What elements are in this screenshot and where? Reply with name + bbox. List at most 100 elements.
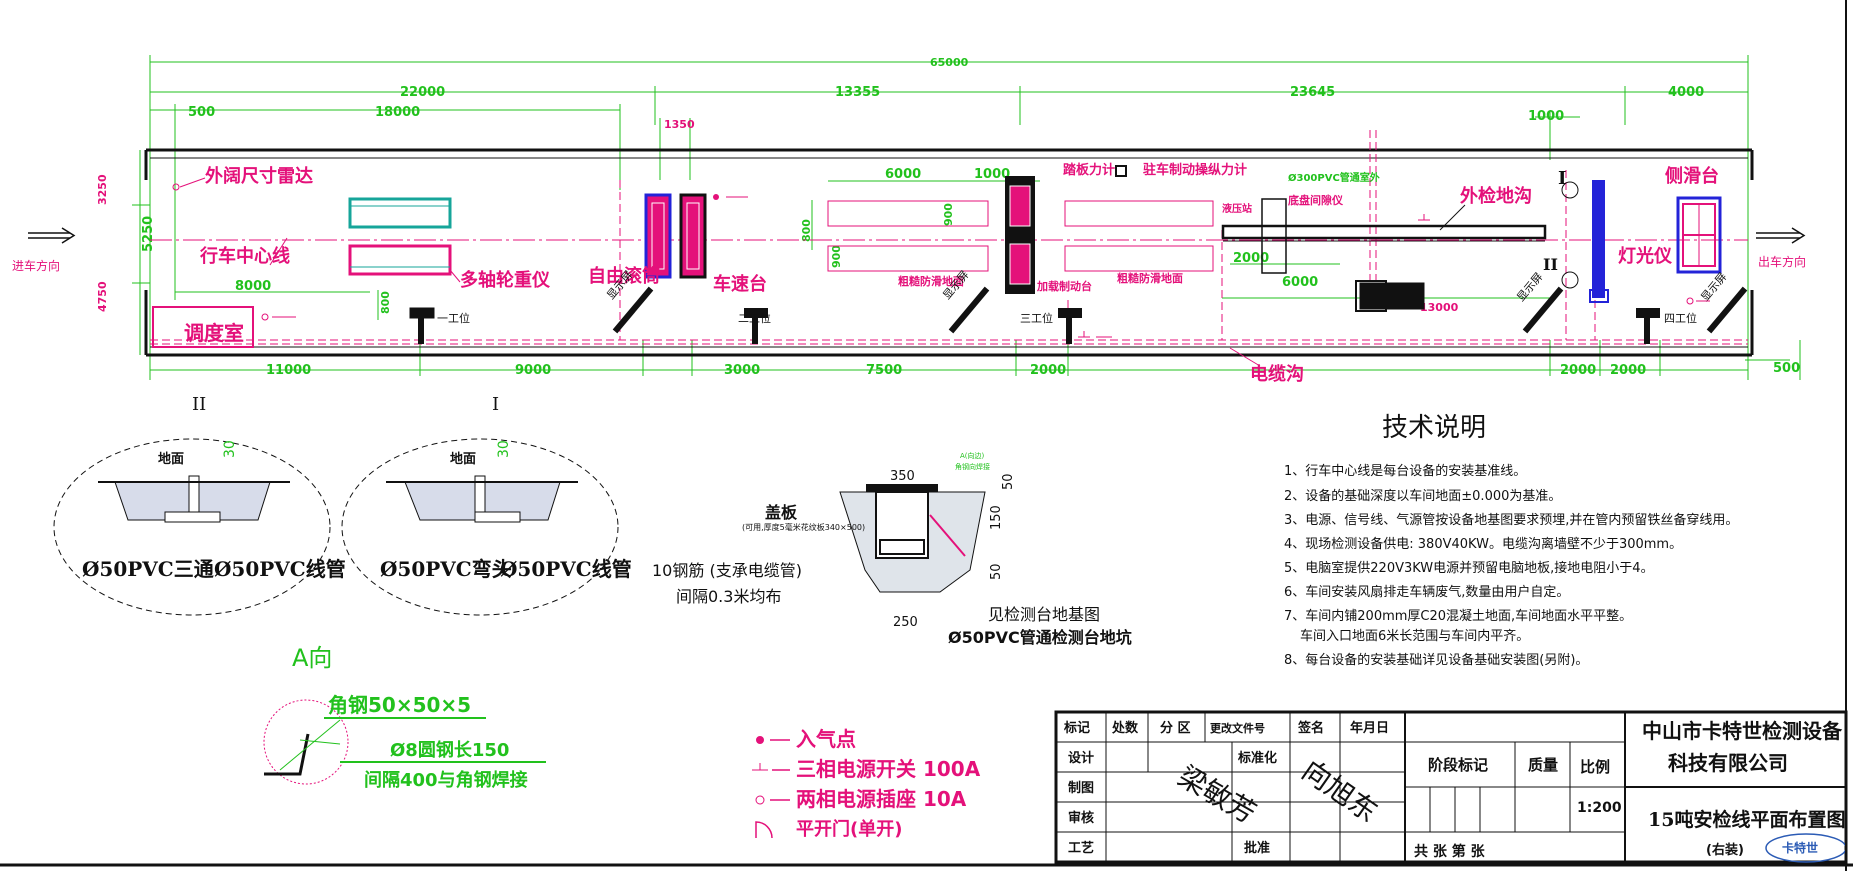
tb-stage: 阶段标记 xyxy=(1428,756,1488,774)
legend-air-dot-icon xyxy=(756,736,764,744)
tb-h-count: 处数 xyxy=(1111,720,1139,736)
station-4-label: 四工位 xyxy=(1664,311,1697,325)
dim-sub-18000: 18000 xyxy=(375,105,420,120)
multi-axle-scale xyxy=(348,197,452,276)
sec2-depth: 30 xyxy=(222,440,238,458)
title-block-text: 标记 处数 分 区 更改文件号 签名 年月日 设计 标准化 制图 审核 工艺 批… xyxy=(1063,719,1845,860)
dim-bottom-11000: 11000 xyxy=(266,363,311,378)
exit-direction-label: 出车方向 xyxy=(1758,254,1806,269)
dim-8000: 8000 xyxy=(235,279,271,294)
sec2-mark: II xyxy=(192,394,206,415)
dim-sub-500: 500 xyxy=(188,105,215,120)
tb-company-1: 中山市卡特世检测设备 xyxy=(1642,719,1843,743)
tb-design: 设计 xyxy=(1068,750,1094,766)
workshop-walls xyxy=(144,148,1754,357)
tech-item-7b: 车间入口地面6米长范围与车间内平齐。 xyxy=(1300,628,1529,644)
dim-1000: 1000 xyxy=(974,167,1010,182)
dim-top-4: 4000 xyxy=(1668,85,1704,100)
sec1-depth: 30 xyxy=(496,440,512,458)
round-steel-label: Ø8圆钢长150 xyxy=(390,739,509,761)
sec1-ground: 地面 xyxy=(450,451,476,467)
dim-bottom-500: 500 xyxy=(1773,361,1800,376)
sec2-pvc-b: Ø50PVC线管 xyxy=(214,557,346,581)
dim-250: 250 xyxy=(893,615,918,630)
screen-4-label: 显示屏 xyxy=(1698,270,1729,304)
dispatch-room: 调度室 xyxy=(152,306,254,348)
dim-sub-1350: 1350 xyxy=(664,118,695,131)
rough-floor-1 xyxy=(827,200,989,272)
dim-800b: 800 xyxy=(379,291,392,314)
legend-item-4: 平开门(单开) xyxy=(796,818,902,840)
tb-sheets: 共 张 第 张 xyxy=(1414,843,1486,860)
a-flag-2: 角钢向焊接 xyxy=(955,462,990,471)
tb-scale-label: 比例 xyxy=(1580,758,1610,776)
station-2-label: 二工位 xyxy=(738,311,771,325)
sec2-pvc-a: Ø50PVC三通 xyxy=(82,557,214,581)
weld-note-label: 间隔400与角钢焊接 xyxy=(364,769,528,791)
tb-company-2: 科技有限公司 xyxy=(1668,751,1788,775)
trench-cross-section xyxy=(839,484,986,593)
tb-draw: 制图 xyxy=(1068,780,1094,796)
center-line-label: 行车中心线 xyxy=(199,245,290,267)
tb-approve: 批准 xyxy=(1244,840,1270,856)
rebar-label: 10钢筋 (支承电缆管) xyxy=(652,561,802,580)
tech-item-6: 6、车间安装风扇排走车辆废气,数量由用户自定。 xyxy=(1284,584,1569,600)
dim-left-3250: 3250 xyxy=(96,174,109,205)
section-detail-II xyxy=(53,438,331,616)
tb-h-mark: 标记 xyxy=(1063,720,1090,736)
legend-item-3: 两相电源插座 10A xyxy=(796,787,967,811)
a-view-title: A向 xyxy=(292,644,332,672)
brand-text: 卡特世 xyxy=(1782,840,1818,855)
dim-900a: 900 xyxy=(942,203,955,226)
rebar-spacing: 间隔0.3米均布 xyxy=(676,587,781,606)
load-brake-tester xyxy=(1005,176,1035,294)
tech-item-2: 2、设备的基础深度以车间地面±0.000为基准。 xyxy=(1284,488,1561,504)
section-detail-I xyxy=(341,438,619,616)
sec1-pvc-b: Ø50PVC线管 xyxy=(500,557,632,581)
outer-radar-label: 外阔尺寸雷达 xyxy=(205,165,313,187)
dim-50b: 50 xyxy=(989,563,1004,580)
park-brake-label: 驻车制动操纵力计 xyxy=(1143,162,1247,178)
dim-bottom-2000a: 2000 xyxy=(1030,363,1066,378)
headlight-label: 灯光仪 xyxy=(1618,245,1673,267)
rough-floor-1-label: 粗糙防滑地面 xyxy=(898,274,964,288)
legend-item-2: 三相电源开关 100A xyxy=(796,757,981,781)
cover-label: 盖板 xyxy=(765,503,798,522)
cable-trench-line xyxy=(150,130,1748,345)
tb-check: 审核 xyxy=(1068,810,1094,826)
dim-900b: 900 xyxy=(830,245,843,268)
dim-6000b: 6000 xyxy=(1282,275,1318,290)
tech-item-1: 1、行车中心线是每台设备的安装基准线。 xyxy=(1284,463,1526,479)
tech-item-8: 8、每台设备的安装基础详见设备基础安装图(另附)。 xyxy=(1284,652,1588,668)
rough-floor-2-label: 粗糙防滑地面 xyxy=(1117,271,1183,285)
station-3-label: 三工位 xyxy=(1020,311,1053,325)
speed-table-label: 车速台 xyxy=(713,273,767,295)
radar-icon xyxy=(172,177,206,191)
dispatch-room-label: 调度室 xyxy=(184,321,244,345)
dimension-texts: 65000 22000 13355 23645 4000 500 18000 1… xyxy=(96,56,1800,378)
two-phase-socket-icon xyxy=(261,313,296,321)
dim-bottom-3000: 3000 xyxy=(724,363,760,378)
mark-I-label: I xyxy=(1558,168,1566,189)
tb-h-sign: 签名 xyxy=(1297,720,1324,736)
dim-left-4750: 4750 xyxy=(96,281,109,312)
dim-total: 65000 xyxy=(930,56,969,69)
press-station-label: 液压站 xyxy=(1222,202,1252,215)
entry-direction-label: 进车方向 xyxy=(12,258,60,273)
tb-h-zone: 分 区 xyxy=(1160,720,1191,736)
tech-item-3: 3、电源、信号线、气源管按设备地基图要求预埋,并在管内预留铁丝备穿线用。 xyxy=(1284,512,1738,528)
tb-craft: 工艺 xyxy=(1068,840,1094,856)
section-marks xyxy=(1561,181,1579,289)
pedal-meter-box xyxy=(1115,165,1127,177)
dim-left-5250: 5250 xyxy=(141,216,156,252)
tb-mass: 质量 xyxy=(1528,756,1558,774)
tb-variant: (右装) xyxy=(1706,842,1744,858)
dim-13000: 13000 xyxy=(1420,301,1459,314)
dim-top-3: 23645 xyxy=(1290,85,1335,100)
workstations xyxy=(409,307,1660,344)
title-block xyxy=(1054,710,1848,864)
sec1-mark: I xyxy=(492,394,499,415)
tb-h-doc: 更改文件号 xyxy=(1210,721,1265,735)
